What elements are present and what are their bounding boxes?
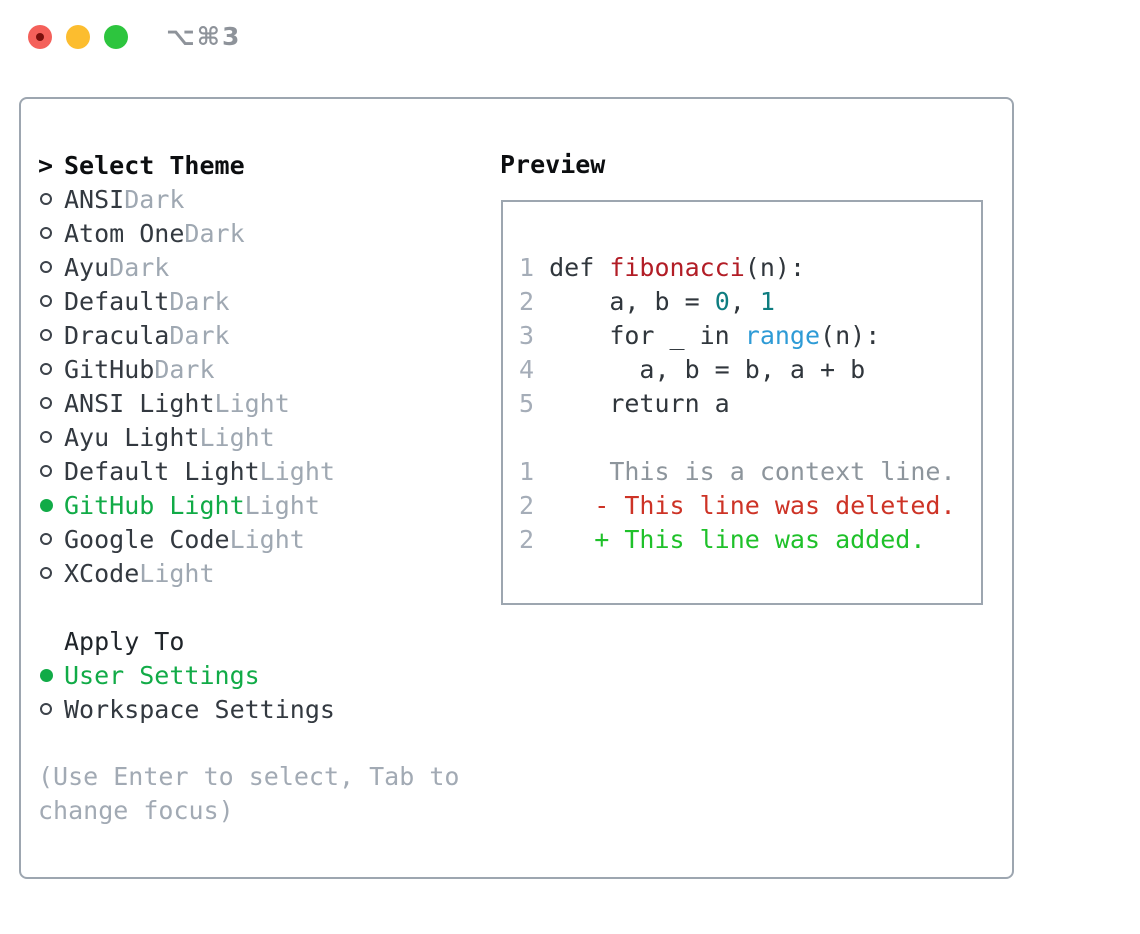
theme-option-dracula[interactable]: Dracula Dark <box>38 318 508 352</box>
radio-selected-icon <box>40 498 53 512</box>
preview-header: Preview <box>500 150 606 179</box>
theme-variant-label: Light <box>229 524 305 554</box>
preview-box: 1 def fibonacci(n): 2 a, b = 0, 1 3 for _ … <box>501 200 983 605</box>
theme-option-label: ANSI <box>64 184 125 214</box>
theme-option-label: Default <box>64 286 170 316</box>
preview-line <box>519 421 981 455</box>
radio-selected-icon <box>40 668 53 682</box>
radio-icon <box>40 363 52 375</box>
theme-option-label: GitHub <box>64 354 155 384</box>
theme-option-ayu-light[interactable]: Ayu Light Light <box>38 420 508 454</box>
line-number: 5 <box>519 389 550 418</box>
theme-variant-label: Light <box>139 558 215 588</box>
line-number: 2 <box>519 287 550 316</box>
theme-option-label: Default Light <box>64 456 260 486</box>
radio-icon <box>40 261 52 273</box>
theme-variant-label: Light <box>199 422 275 452</box>
apply-option-workspace-settings[interactable]: Workspace Settings <box>38 692 508 726</box>
line-number: 1 <box>519 457 550 486</box>
line-number <box>519 423 549 452</box>
theme-option-label: Atom One <box>64 218 185 248</box>
preview-line: 2 + This line was added. <box>519 525 926 554</box>
titlebar: ⌥⌘3 <box>0 0 1140 74</box>
apply-option-user-settings[interactable]: User Settings <box>38 658 508 692</box>
radio-icon <box>40 397 52 409</box>
theme-option-github[interactable]: GitHub Dark <box>38 352 508 386</box>
theme-variant-label: Light <box>214 388 290 418</box>
line-number: 3 <box>519 321 550 350</box>
theme-option-ansi-light[interactable]: ANSI Light Light <box>38 386 508 420</box>
apply-option-label: Workspace Settings <box>64 694 335 724</box>
theme-variant-label: Light <box>244 490 320 520</box>
theme-option-label: ANSI Light <box>64 388 215 418</box>
preview-line: 5 return a <box>519 389 730 418</box>
preview-line: 1 This is a context line. <box>519 457 956 486</box>
theme-option-google-code[interactable]: Google Code Light <box>38 522 508 556</box>
close-button[interactable] <box>28 25 52 49</box>
line-number: 2 <box>519 491 550 520</box>
theme-option-xcode[interactable]: XCode Light <box>38 556 508 590</box>
radio-icon <box>40 431 52 443</box>
theme-variant-label: Dark <box>124 184 185 214</box>
traffic-lights <box>28 25 128 49</box>
radio-icon <box>40 329 52 341</box>
theme-variant-label: Dark <box>169 286 230 316</box>
line-number: 2 <box>519 525 550 554</box>
minimize-button[interactable] <box>66 25 90 49</box>
radio-icon <box>40 465 52 477</box>
theme-option-label: XCode <box>64 558 140 588</box>
theme-option-ayu[interactable]: Ayu Dark <box>38 250 508 284</box>
radio-icon <box>40 567 52 579</box>
theme-variant-label: Light <box>259 456 335 486</box>
close-dot-icon <box>36 33 44 41</box>
apply-to-title: Apply To <box>64 626 185 656</box>
theme-option-label: Google Code <box>64 524 230 554</box>
preview-line: 2 - This line was deleted. <box>519 491 956 520</box>
preview-line: 2 a, b = 0, 1 <box>519 287 775 316</box>
apply-option-label: User Settings <box>64 660 260 690</box>
select-theme-title: Select Theme <box>64 150 245 180</box>
cursor-prefix-icon: > <box>38 150 54 180</box>
radio-icon <box>40 295 52 307</box>
theme-option-ansi[interactable]: ANSI Dark <box>38 182 508 216</box>
theme-variant-label: Dark <box>169 320 230 350</box>
theme-option-atom-one[interactable]: Atom One Dark <box>38 216 508 250</box>
theme-option-default-light[interactable]: Default Light Light <box>38 454 508 488</box>
radio-icon <box>40 227 52 239</box>
apply-to-header: Apply To <box>38 624 508 658</box>
theme-variant-label: Dark <box>154 354 215 384</box>
preview-line: 4 a, b = b, a + b <box>519 355 866 384</box>
spacer <box>38 590 508 624</box>
radio-icon <box>40 703 52 715</box>
preview-line: 3 for _ in range(n): <box>519 321 881 350</box>
theme-option-default[interactable]: Default Dark <box>38 284 508 318</box>
theme-option-label: Dracula <box>64 320 170 350</box>
zoom-button[interactable] <box>104 25 128 49</box>
theme-variant-label: Dark <box>109 252 170 282</box>
theme-option-github-light[interactable]: GitHub Light Light <box>38 488 508 522</box>
line-number: 1 <box>519 253 550 282</box>
radio-icon <box>40 533 52 545</box>
preview-line: 1 def fibonacci(n): <box>519 253 806 282</box>
select-theme-header: > Select Theme <box>38 148 508 182</box>
theme-variant-label: Dark <box>184 218 245 248</box>
theme-option-label: GitHub Light <box>64 490 245 520</box>
hint-text: (Use Enter to select, Tab to change focu… <box>38 762 460 825</box>
line-number: 4 <box>519 355 550 384</box>
theme-option-label: Ayu <box>64 252 110 282</box>
window-shortcut-label: ⌥⌘3 <box>166 22 242 51</box>
theme-option-label: Ayu Light <box>64 422 200 452</box>
preview-code: 1 def fibonacci(n): 2 a, b = 0, 1 3 for _ … <box>519 251 981 557</box>
radio-icon <box>40 193 52 205</box>
